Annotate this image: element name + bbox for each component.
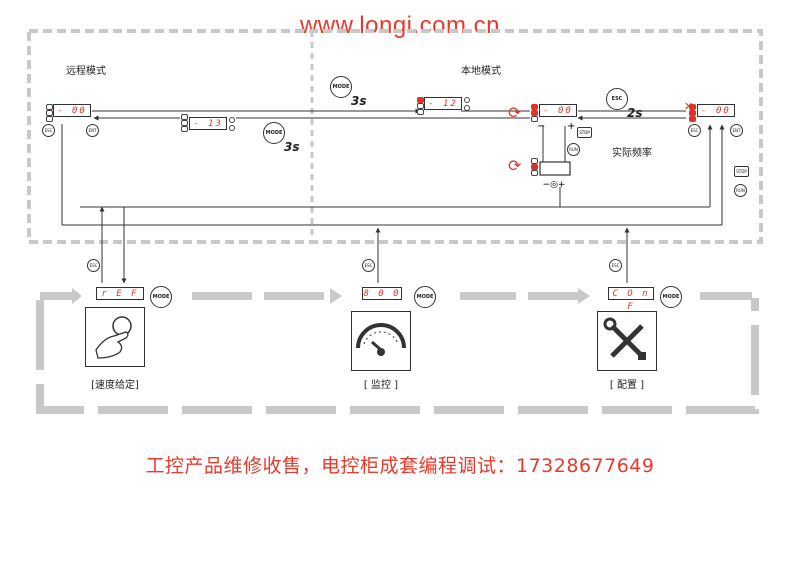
rotate-icon: ⟳ — [508, 156, 522, 175]
actual-frequency-label: 实际频率 — [612, 148, 652, 159]
mode-hold-time: 3s — [351, 94, 367, 108]
esc-button[interactable]: ESC — [42, 124, 55, 137]
led-indicator — [181, 114, 188, 120]
led-indicator-active — [531, 104, 538, 110]
monitor-display: 8 0 0 — [362, 287, 402, 300]
stop-button[interactable]: STOP — [734, 166, 749, 177]
led-indicator — [464, 105, 470, 111]
led-indicator — [46, 104, 53, 110]
esc-hold-time: 2s — [627, 106, 643, 120]
led-indicator-active — [531, 110, 538, 116]
minus-sign: − — [537, 121, 546, 132]
speed-reference-icon — [85, 307, 145, 367]
led-indicator — [417, 103, 424, 109]
led-indicator — [181, 120, 188, 126]
remote-mode-label: 远程模式 — [66, 66, 106, 77]
led-indicator — [46, 110, 53, 116]
remote-display-sub: - 13 — [189, 117, 227, 130]
led-indicator-active — [531, 164, 538, 170]
led-indicator-active — [689, 104, 696, 110]
section-label-monitor: [ 监控 ] — [363, 380, 399, 391]
led-indicator — [464, 97, 470, 103]
esc-button[interactable]: ESC — [362, 259, 375, 272]
local-display-right: - 00 — [697, 104, 735, 117]
run-button[interactable]: RUN — [567, 143, 580, 156]
led-indicator — [229, 125, 235, 131]
led-indicator-active — [689, 116, 696, 122]
section-label-speed-reference: [速度给定] — [91, 380, 139, 391]
mode-button[interactable]: MODE — [660, 286, 682, 308]
section-label-config: [ 配置 ] — [609, 380, 645, 391]
led-indicator-active — [689, 110, 696, 116]
esc-button[interactable]: ESC — [688, 124, 701, 137]
led-indicator — [531, 170, 538, 176]
plus-sign: + — [567, 121, 576, 132]
esc-button-2s[interactable]: ESC — [606, 88, 628, 110]
ent-button[interactable]: ENT — [730, 124, 743, 137]
mode-button[interactable]: MODE — [150, 286, 172, 308]
lower-loop — [36, 298, 759, 414]
ent-button[interactable]: ENT — [86, 124, 99, 137]
config-tools-icon — [597, 311, 657, 371]
blink-icon: ✕ — [684, 100, 693, 113]
local-mode-label: 本地模式 — [461, 66, 501, 77]
local-display-mid: - 00 — [539, 104, 577, 117]
stop-button[interactable]: STOP — [577, 127, 592, 138]
rotate-icon: ⟳ — [508, 103, 522, 122]
config-display: C O n F — [608, 287, 654, 312]
local-display-left: - 12 — [424, 97, 462, 110]
watermark-url: www.longi.com.cn — [299, 12, 501, 39]
led-indicator-active — [417, 97, 424, 103]
run-button[interactable]: RUN — [734, 184, 747, 197]
ref-display: r E F — [96, 287, 144, 300]
led-indicator — [46, 116, 53, 122]
mode-hold-time: 3s — [284, 140, 300, 154]
led-indicator — [531, 116, 538, 122]
monitor-gauge-icon — [351, 311, 411, 371]
esc-button[interactable]: ESC — [87, 259, 100, 272]
mode-button[interactable]: MODE — [414, 286, 436, 308]
led-indicator — [417, 109, 424, 115]
esc-button[interactable]: ESC — [609, 259, 622, 272]
remote-display-main: - 00 — [53, 104, 91, 117]
mode-frame — [27, 29, 763, 244]
led-indicator — [181, 126, 188, 132]
mode-button-3s-bottom[interactable]: MODE — [263, 122, 285, 144]
led-indicator — [531, 158, 538, 164]
mode-button-3s-top[interactable]: MODE — [330, 76, 352, 98]
led-indicator — [229, 117, 235, 123]
footer-contact: 工控产品维修收售，电控柜成套编程调试：17328677649 — [145, 455, 655, 477]
jog-dial-icon[interactable]: −◎+ — [542, 180, 566, 190]
